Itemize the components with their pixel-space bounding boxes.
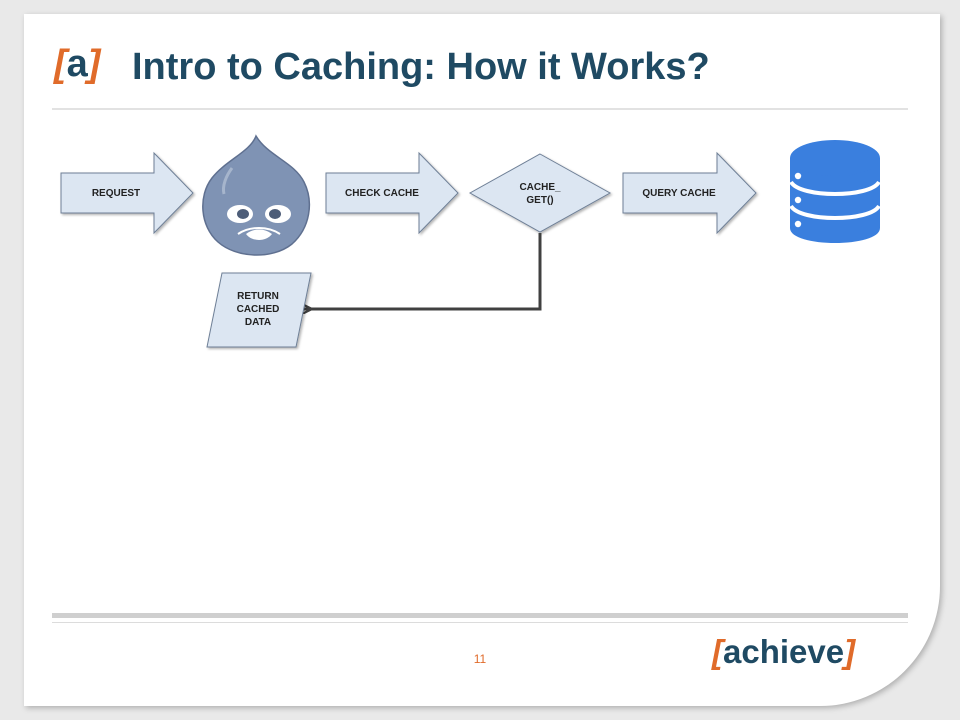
logo-bracket-close: ] bbox=[87, 43, 101, 85]
cache-hit-connector bbox=[304, 233, 542, 309]
cache-get-label-line2: GET() bbox=[526, 195, 553, 206]
brand-word: achieve bbox=[723, 633, 845, 670]
return-cached-label-line3: DATA bbox=[245, 317, 271, 328]
query-cache-label: QUERY CACHE bbox=[642, 188, 716, 199]
return-cached-label-line2: CACHED bbox=[237, 304, 280, 315]
logo-letter: a bbox=[66, 43, 88, 85]
database-icon bbox=[789, 140, 881, 243]
footer-divider-thin bbox=[52, 622, 908, 623]
brand-bracket-close: ] bbox=[844, 633, 856, 670]
header-divider bbox=[52, 108, 908, 110]
slide-background bbox=[24, 14, 940, 706]
request-label: REQUEST bbox=[92, 188, 140, 199]
check-cache-label: CHECK CACHE bbox=[345, 188, 419, 199]
brand-bracket-open: [ bbox=[712, 633, 723, 670]
slide-title: Intro to Caching: How it Works? bbox=[132, 46, 710, 88]
page-number: 11 bbox=[473, 652, 487, 666]
logo-bracket-open: [ bbox=[54, 43, 67, 85]
cache-get-decision-node: CACHE_ GET() bbox=[468, 153, 612, 233]
request-arrow-node: REQUEST bbox=[60, 151, 194, 235]
return-cached-data-node: RETURN CACHED DATA bbox=[206, 272, 312, 348]
check-cache-arrow-node: CHECK CACHE bbox=[325, 151, 459, 235]
footer-divider-thick bbox=[52, 613, 908, 618]
company-logo-mark: [a] bbox=[54, 42, 100, 86]
cache-get-label-line1: CACHE_ bbox=[519, 182, 561, 193]
return-cached-label-line1: RETURN bbox=[237, 291, 279, 302]
query-cache-arrow-node: QUERY CACHE bbox=[622, 151, 757, 235]
drupal-drop-icon bbox=[202, 134, 311, 256]
achieve-brand-logo: [achieve] bbox=[712, 632, 855, 672]
